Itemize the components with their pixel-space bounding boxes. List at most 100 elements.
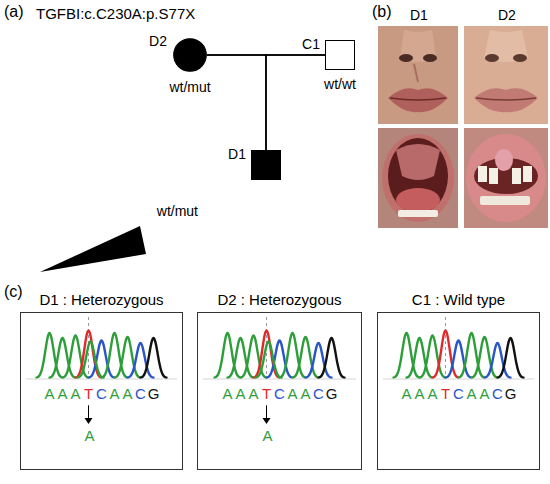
trace-group xyxy=(26,317,177,424)
trace-peak xyxy=(101,333,129,378)
secondary-peak xyxy=(77,341,105,377)
trace-baseline xyxy=(203,379,356,380)
trace-group xyxy=(383,317,534,379)
base-sequence: AAATCAACG xyxy=(21,385,182,402)
individual-id: D2 xyxy=(149,33,167,49)
base-letter: T xyxy=(260,385,273,402)
panel-letter: (b) xyxy=(372,3,392,21)
gingival-mass xyxy=(495,149,513,171)
circle-outline xyxy=(173,38,207,72)
base-letter: A xyxy=(426,385,439,402)
base-letter: A xyxy=(465,385,478,402)
trace-peak xyxy=(497,338,525,378)
trace-peak xyxy=(140,338,168,378)
genotype-heading: D1 : Heterozygous xyxy=(39,291,163,308)
proband-wedge xyxy=(40,226,146,272)
chromatogram-layer xyxy=(26,317,534,424)
base-letter: A xyxy=(121,385,134,402)
trace-peak xyxy=(458,333,486,378)
secondary-peak xyxy=(255,341,283,377)
base-letter: A xyxy=(69,385,82,402)
tooth xyxy=(512,168,521,184)
lips xyxy=(474,88,538,112)
nostril xyxy=(399,54,413,62)
photo-d2-mouth xyxy=(464,128,548,228)
tooth xyxy=(489,168,498,184)
nose-shape xyxy=(484,30,528,62)
base-letter: G xyxy=(325,385,338,402)
photo-ground xyxy=(378,128,458,228)
photo-d1-face xyxy=(378,26,458,124)
base-letter: C xyxy=(273,385,286,402)
trace-peak xyxy=(318,338,346,378)
nostril xyxy=(485,54,499,62)
base-letter: A xyxy=(299,385,312,402)
photo-d2-face xyxy=(464,26,548,124)
chromatogram-box: C1 : Wild typeAAATCAACG xyxy=(377,312,540,470)
mouth-line xyxy=(390,98,446,100)
base-letter: A xyxy=(286,385,299,402)
mouth-line xyxy=(476,98,536,100)
base-letter: C xyxy=(95,385,108,402)
genotype-heading: C1 : Wild type xyxy=(412,291,505,308)
tooth xyxy=(478,166,487,182)
mutant-base: A xyxy=(84,427,94,444)
photo-label: D1 xyxy=(410,7,428,23)
base-letter: T xyxy=(439,385,452,402)
position-marker xyxy=(445,317,446,378)
base-sequence: AAATCAACG xyxy=(198,385,361,402)
base-letter: A xyxy=(234,385,247,402)
mutation-arrow xyxy=(266,405,267,419)
tooth xyxy=(523,166,532,182)
gums xyxy=(466,134,546,222)
chromatogram-box: D2 : HeterozygousAAATCAACGA xyxy=(197,312,362,470)
photo-d1-mouth xyxy=(378,128,458,228)
panel-letter: (c) xyxy=(4,283,23,301)
nose-shape xyxy=(400,30,436,62)
affected-female: D2wt/mut xyxy=(173,38,207,72)
affected-male: D1wt/mut xyxy=(251,150,281,180)
chromatogram-box: D1 : HeterozygousAAATCAACGA xyxy=(20,312,183,470)
oral-cavity xyxy=(388,138,448,214)
base-letter: A xyxy=(478,385,491,402)
mutation-arrow xyxy=(88,405,89,419)
base-letter: A xyxy=(221,385,234,402)
base-letter: A xyxy=(247,385,260,402)
nostril xyxy=(513,54,527,62)
nostril xyxy=(423,54,437,62)
circle-shape xyxy=(174,39,207,72)
mutant-base: A xyxy=(262,427,272,444)
trace-group xyxy=(203,317,356,424)
photo-ground xyxy=(378,26,458,124)
individual-id: D1 xyxy=(228,146,246,162)
photo-label: D2 xyxy=(498,7,516,23)
arrow-head xyxy=(263,418,271,424)
photo-ground xyxy=(464,26,548,124)
descent-line xyxy=(266,55,325,150)
trace-peak xyxy=(279,333,307,378)
genotype-heading: D2 : Heterozygous xyxy=(217,291,341,308)
descent-line xyxy=(207,55,266,150)
individual-id: C1 xyxy=(302,36,320,52)
lips xyxy=(388,88,448,112)
trace-peak xyxy=(36,333,64,378)
genotype-label: wt/mut xyxy=(169,79,210,95)
trace-baseline xyxy=(26,379,177,380)
base-letter: A xyxy=(56,385,69,402)
base-letter: G xyxy=(147,385,160,402)
base-letter: C xyxy=(134,385,147,402)
tongue xyxy=(396,188,440,212)
base-letter: C xyxy=(312,385,325,402)
genotype-label: wt/wt xyxy=(324,76,356,92)
base-letter: A xyxy=(400,385,413,402)
cleft-scar xyxy=(414,64,418,82)
trace-baseline xyxy=(383,379,534,380)
base-letter: C xyxy=(452,385,465,402)
base-letter: C xyxy=(491,385,504,402)
base-letter: T xyxy=(82,385,95,402)
base-letter: A xyxy=(413,385,426,402)
photo-ground xyxy=(464,128,548,228)
